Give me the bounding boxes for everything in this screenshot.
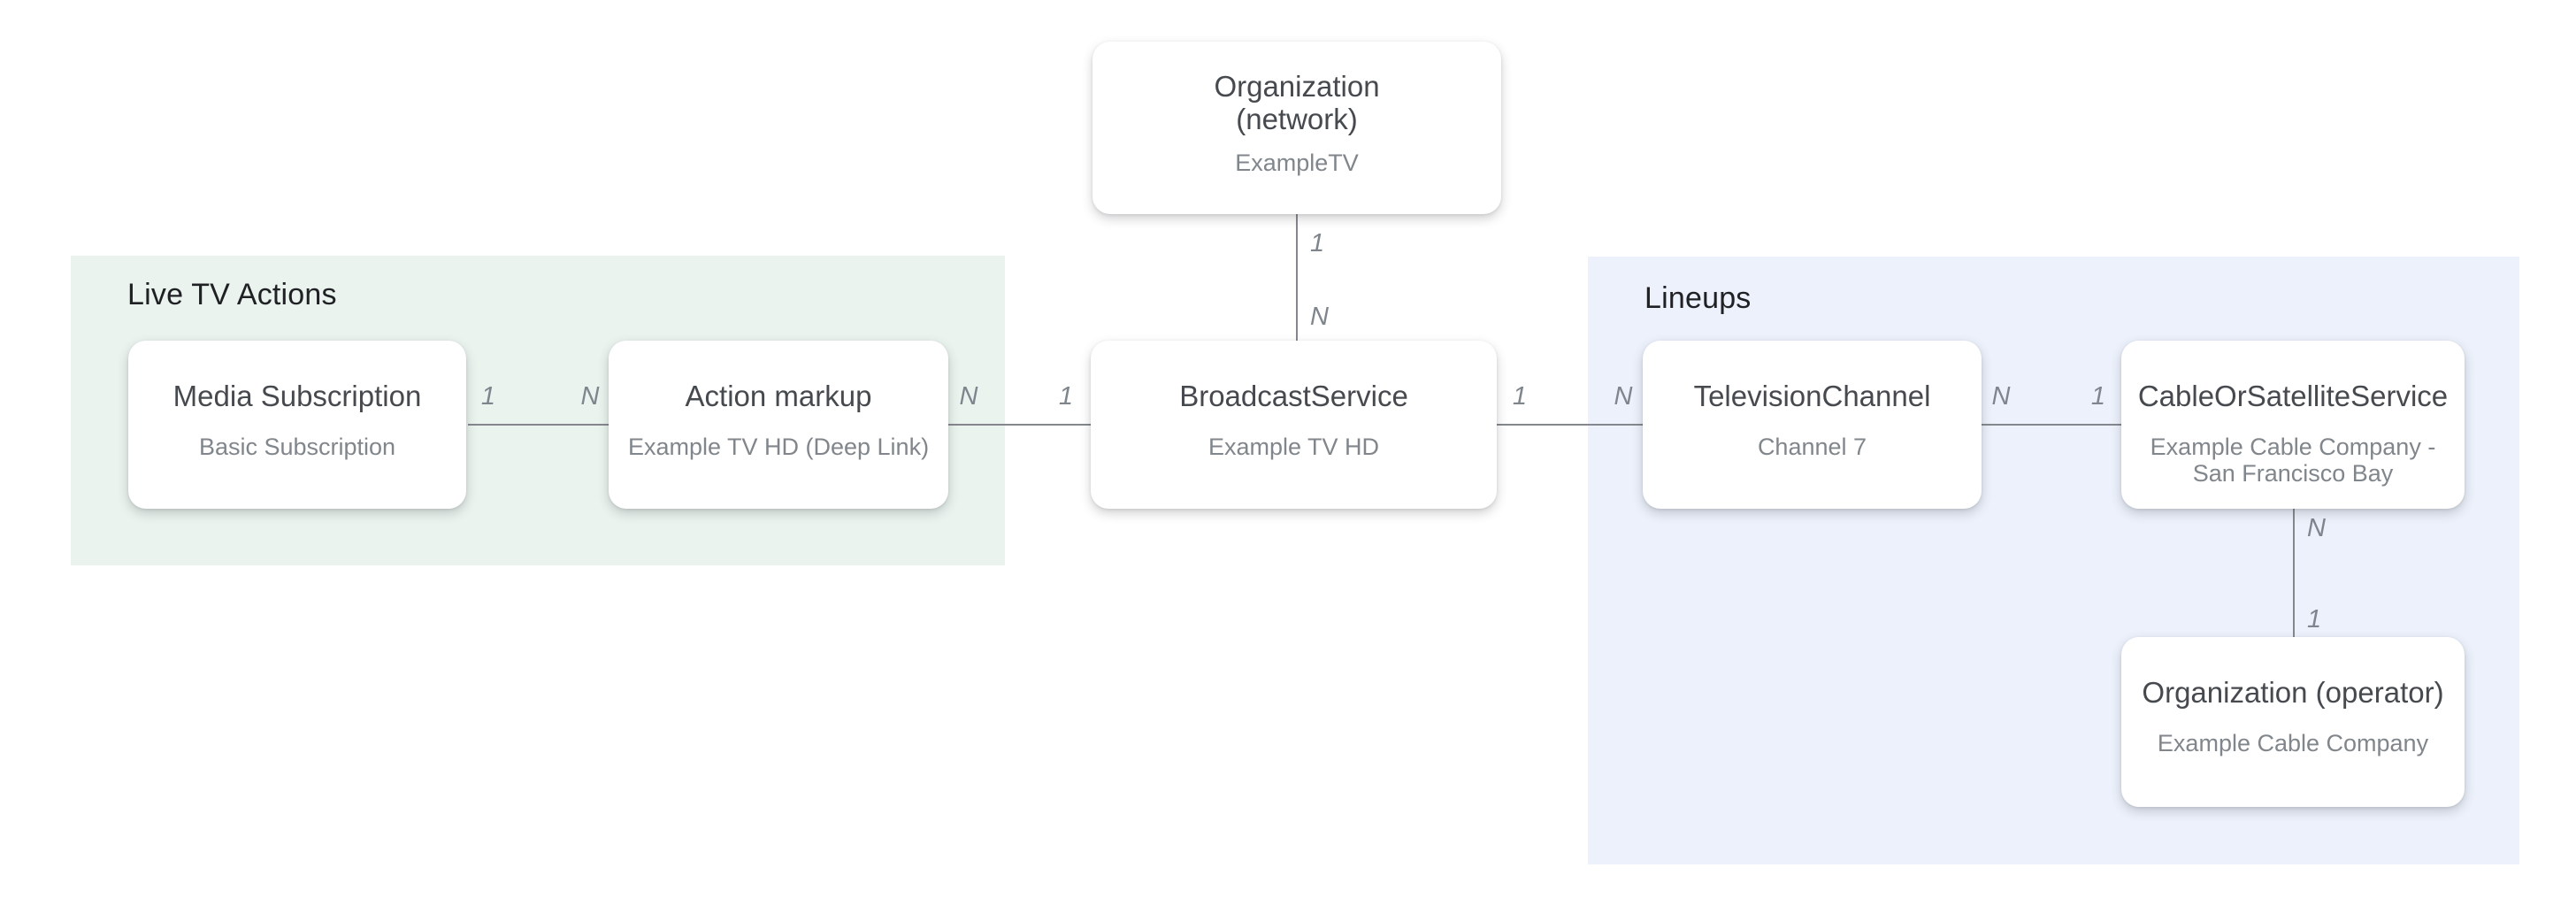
cardinality-label: N [1991,382,2011,411]
cardinality-label: 1 [1512,382,1528,411]
cardinality-label: 1 [1058,382,1074,411]
cardinality-label: N [1310,303,1329,331]
connector-organization-network-to-broadcast-service [1296,214,1298,341]
node-television-channel: TelevisionChannel Channel 7 [1643,341,1982,509]
node-subtitle: Example Cable Company - San Francisco Ba… [2150,434,2436,487]
node-title: BroadcastService [1179,380,1408,412]
group-live-tv-actions-label: Live TV Actions [127,278,337,311]
connector-broadcast-service-to-television-channel [1497,424,1643,426]
node-title: TelevisionChannel [1693,380,1931,412]
connector-cable-or-satellite-to-organization-operator [2293,509,2295,637]
node-subtitle: Example Cable Company [2157,730,2429,756]
node-title: Media Subscription [172,380,422,412]
cardinality-label: 1 [2307,605,2322,633]
node-title: Organization (network) [1214,70,1380,135]
node-organization-network: Organization (network) ExampleTV [1092,42,1501,214]
cardinality-label: 1 [2090,382,2106,411]
node-subtitle: Basic Subscription [198,434,396,460]
node-subtitle: Example TV HD (Deep Link) [627,434,930,460]
node-cable-or-satellite-service: CableOrSatelliteService Example Cable Co… [2121,341,2465,509]
group-lineups-label: Lineups [1644,281,1752,315]
node-title: Action markup [685,380,872,412]
cardinality-label: 1 [480,382,496,411]
cardinality-label: N [1614,382,1633,411]
node-organization-operator: Organization (operator) Example Cable Co… [2121,637,2465,807]
cardinality-label: N [959,382,978,411]
connector-action-markup-to-broadcast-service [948,424,1091,426]
cardinality-label: N [2307,514,2326,542]
node-title: Organization (operator) [2142,676,2444,709]
node-media-subscription: Media Subscription Basic Subscription [128,341,466,509]
node-broadcast-service: BroadcastService Example TV HD [1091,341,1497,509]
node-action-markup: Action markup Example TV HD (Deep Link) [609,341,948,509]
node-subtitle: ExampleTV [1235,150,1359,176]
connector-media-subscription-to-action-markup [468,424,609,426]
node-subtitle: Example TV HD [1208,434,1380,460]
connector-television-channel-to-cable-or-satellite [1982,424,2121,426]
node-title: CableOrSatelliteService [2137,380,2449,412]
cardinality-label: N [580,382,600,411]
node-subtitle: Channel 7 [1757,434,1867,460]
cardinality-label: 1 [1310,229,1325,257]
